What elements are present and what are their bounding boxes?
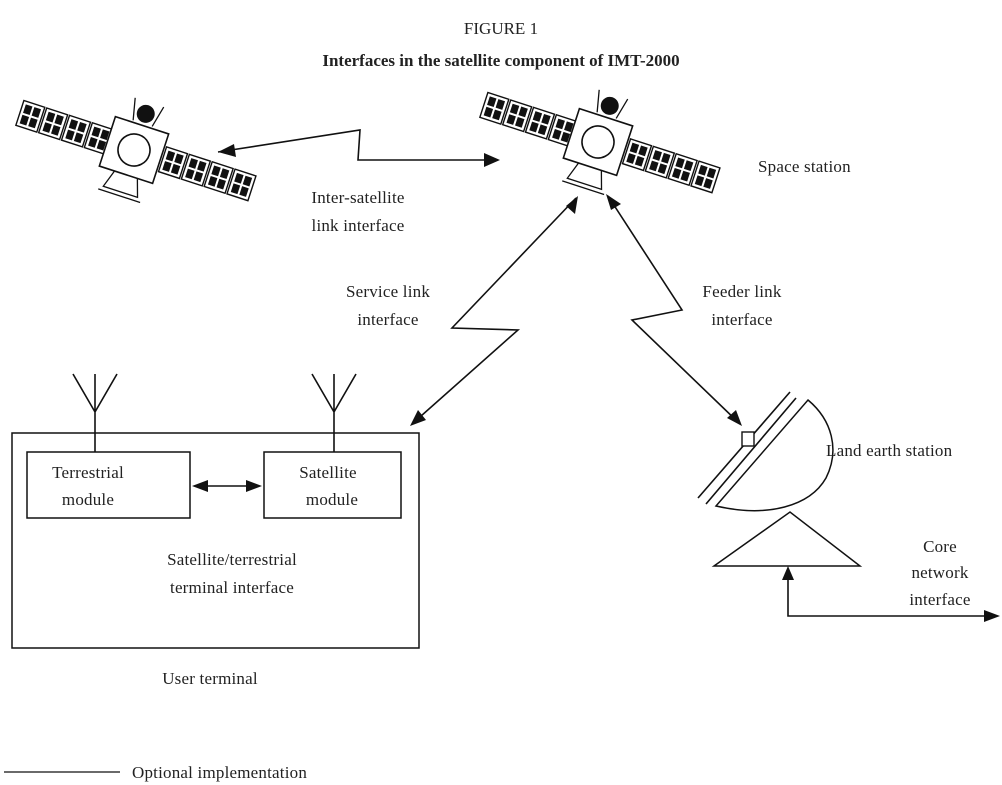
service-link-label-2: interface — [357, 310, 418, 329]
sat-terrestrial-interface-label-1: Satellite/terrestrial — [167, 550, 297, 569]
satellite-right — [479, 84, 721, 198]
earth-station-base — [711, 511, 863, 567]
satellite-module-box — [263, 451, 402, 519]
service-link-label-1: Service link — [346, 282, 430, 301]
terrestrial-module-label-1: Terrestrial — [52, 463, 124, 482]
feeder-link — [606, 194, 742, 426]
inter-satellite-link — [217, 129, 500, 167]
satellite-module-label-2: module — [306, 490, 358, 509]
terrestrial-module-label-2: module — [62, 490, 114, 509]
land-earth-station-label: Land earth station — [826, 441, 953, 460]
core-network-label-2: network — [911, 563, 968, 582]
service-link — [410, 196, 578, 426]
figure-title: Interfaces in the satellite component of… — [322, 51, 679, 70]
figure-number: FIGURE 1 — [464, 19, 538, 38]
terrestrial-module-box — [26, 451, 191, 519]
legend: Optional implementation — [4, 763, 307, 782]
core-network-label-1: Core — [923, 537, 957, 556]
satellite-left — [15, 92, 257, 206]
satellite-module-label-1: Satellite — [299, 463, 357, 482]
core-network-link — [782, 566, 1000, 622]
inter-satellite-label-2: link interface — [312, 216, 405, 235]
core-network-label-3: interface — [909, 590, 970, 609]
sat-terrestrial-interface-label-2: terminal interface — [170, 578, 294, 597]
terrestrial-antenna — [72, 373, 118, 452]
land-earth-station-dish — [697, 391, 834, 512]
feeder-link-label-2: interface — [711, 310, 772, 329]
legend-optional-implementation: Optional implementation — [132, 763, 307, 782]
user-terminal-label: User terminal — [162, 669, 258, 688]
feeder-link-label-1: Feeder link — [702, 282, 781, 301]
space-station-label: Space station — [758, 157, 851, 176]
inter-satellite-label-1: Inter-satellite — [311, 188, 404, 207]
module-interconnect — [192, 480, 262, 492]
satellite-antenna — [311, 373, 357, 452]
